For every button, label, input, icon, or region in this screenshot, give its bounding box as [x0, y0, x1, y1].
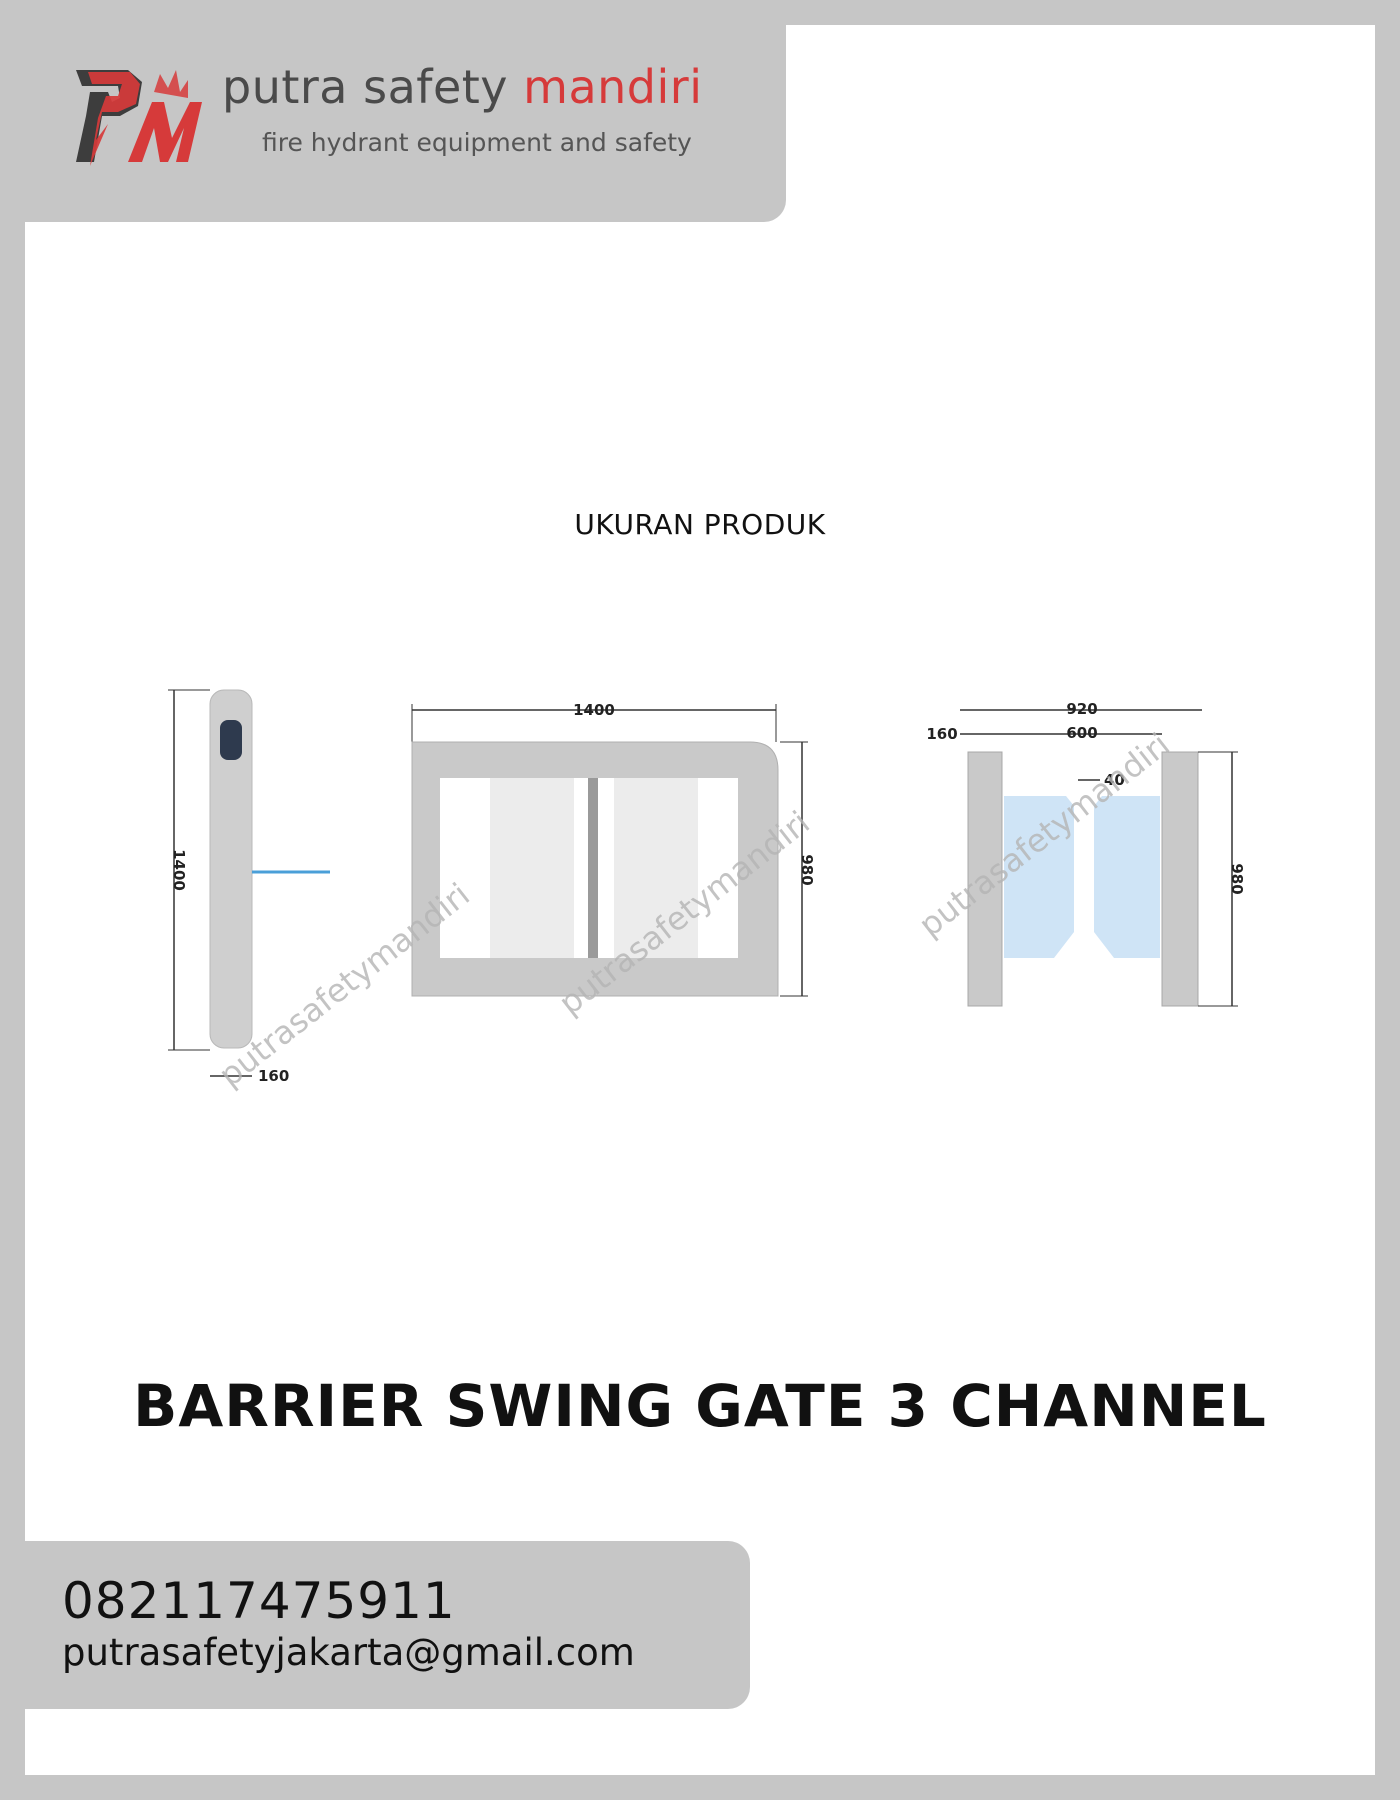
top-total-label: 920 — [1066, 700, 1097, 718]
top-gap-label: 40 — [1104, 771, 1125, 789]
top-post-label: 160 — [926, 725, 957, 743]
side-view: 1400 160 — [168, 689, 330, 1085]
contact-block — [25, 1541, 750, 1709]
top-passage-label: 600 — [1066, 724, 1097, 742]
contact-phone[interactable]: 082117475911 — [62, 1572, 456, 1630]
product-title: BARRIER SWING GATE 3 CHANNEL — [133, 1372, 1267, 1440]
front-view: 1400 980 — [411, 701, 816, 997]
brand-logo — [76, 70, 202, 166]
brand-tagline: fire hydrant equipment and safety — [262, 128, 692, 157]
contact-email[interactable]: putrasafetyjakarta@gmail.com — [62, 1631, 635, 1674]
top-view: 920 160 600 40 980 — [926, 700, 1246, 1007]
brand-name: putra safety mandiri — [222, 60, 702, 114]
side-height-label: 1400 — [170, 849, 188, 891]
front-height-label: 980 — [798, 854, 816, 885]
section-title: UKURAN PRODUK — [574, 508, 826, 541]
side-width-label: 160 — [258, 1067, 289, 1085]
brand-name-prefix: putra safety — [222, 60, 509, 114]
dimension-drawing: 1400 160 1400 980 920 160 600 40 — [168, 689, 1246, 1094]
front-width-label: 1400 — [573, 701, 615, 719]
top-height-label: 980 — [1228, 863, 1246, 894]
brand-name-accent: mandiri — [523, 60, 703, 114]
